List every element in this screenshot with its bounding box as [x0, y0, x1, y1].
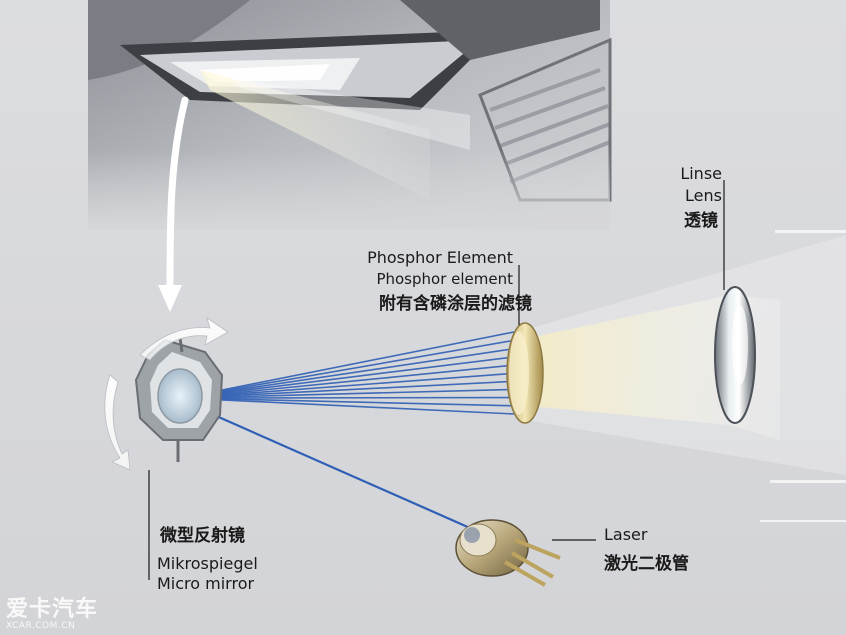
- lens-label-de: Linse: [680, 164, 722, 183]
- phosphor-label-de: Phosphor Element: [367, 248, 513, 267]
- leader-lines: [148, 180, 725, 580]
- laser-ray: [181, 355, 517, 399]
- micro-mirror: [134, 337, 224, 462]
- laser-ray: [181, 380, 518, 399]
- phosphor-element: [506, 322, 544, 424]
- laser-ray: [181, 372, 519, 399]
- watermark-main: 爱卡汽车: [6, 597, 99, 622]
- rotate-arrows-icon: [104, 317, 229, 471]
- laser-ray: [181, 397, 515, 407]
- lens: [714, 286, 756, 424]
- laser-rays: [181, 331, 519, 415]
- watermark-sub: XCAR.COM.CN: [6, 621, 76, 631]
- watermark: 爱卡汽车 XCAR.COM.CN: [6, 599, 98, 631]
- lens-label-zh: 透镜: [684, 211, 718, 231]
- phosphor-label-en: Phosphor element: [376, 270, 513, 288]
- laser-label-zh: 激光二极管: [604, 554, 689, 574]
- headlight-illustration: [88, 0, 612, 230]
- mirror-label-de: Mikrospiegel: [157, 554, 258, 573]
- laser-ray: [181, 364, 518, 399]
- laser-ray: [181, 347, 516, 399]
- laser-ray: [181, 388, 517, 399]
- laser-ray: [181, 397, 515, 415]
- laser-ray: [181, 331, 515, 399]
- laser-diode: [455, 519, 561, 587]
- light-beam: [520, 235, 846, 475]
- phosphor-label-zh: 附有含磷涂层的滤镜: [379, 294, 532, 314]
- mirror-label-zh: 微型反射镜: [160, 526, 245, 546]
- laser-label-en: Laser: [604, 525, 648, 544]
- lens-label-en: Lens: [685, 186, 722, 205]
- laser-ray: [181, 339, 515, 399]
- down-arrow-icon: [158, 96, 189, 312]
- right-light-streaks: [760, 230, 846, 522]
- mirror-label-en: Micro mirror: [157, 574, 255, 593]
- laser-beam: [179, 398, 471, 530]
